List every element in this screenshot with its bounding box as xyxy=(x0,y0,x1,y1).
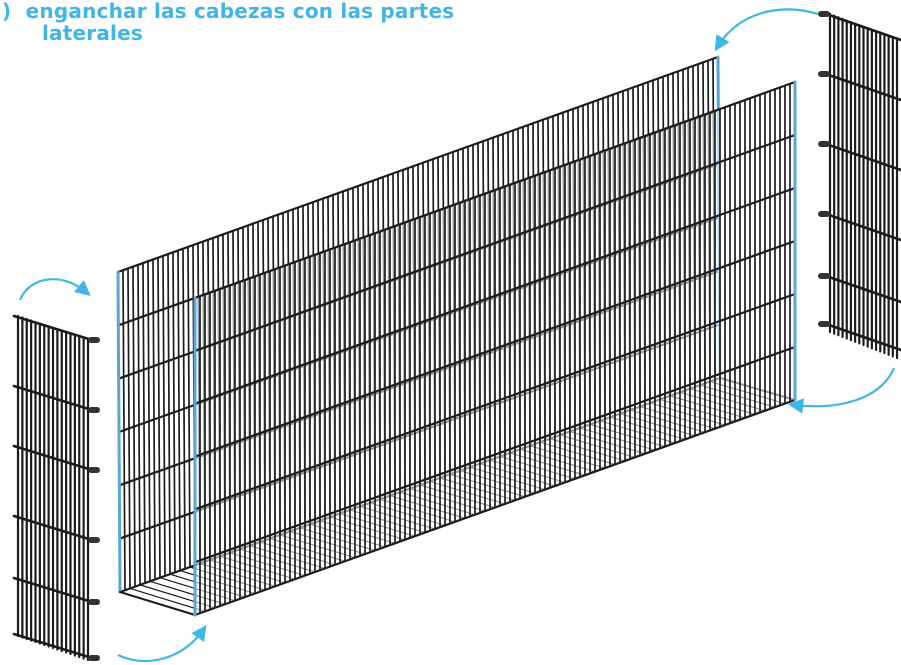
basket-body xyxy=(116,55,797,617)
left-head-panel xyxy=(12,314,100,662)
right-head-panel xyxy=(818,11,901,360)
instruction-caption: ) enganchar las cabezas con las partes l… xyxy=(0,0,454,44)
arrow-right-top xyxy=(714,8,819,52)
arrow-left-top xyxy=(18,278,91,301)
arrow-left-bottom xyxy=(117,624,207,663)
arrow-right-bottom xyxy=(787,367,896,414)
step-marker: ) xyxy=(2,0,12,23)
instruction-line-2: laterales xyxy=(42,21,143,45)
instruction-line-1: enganchar las cabezas con las partes xyxy=(25,0,455,23)
